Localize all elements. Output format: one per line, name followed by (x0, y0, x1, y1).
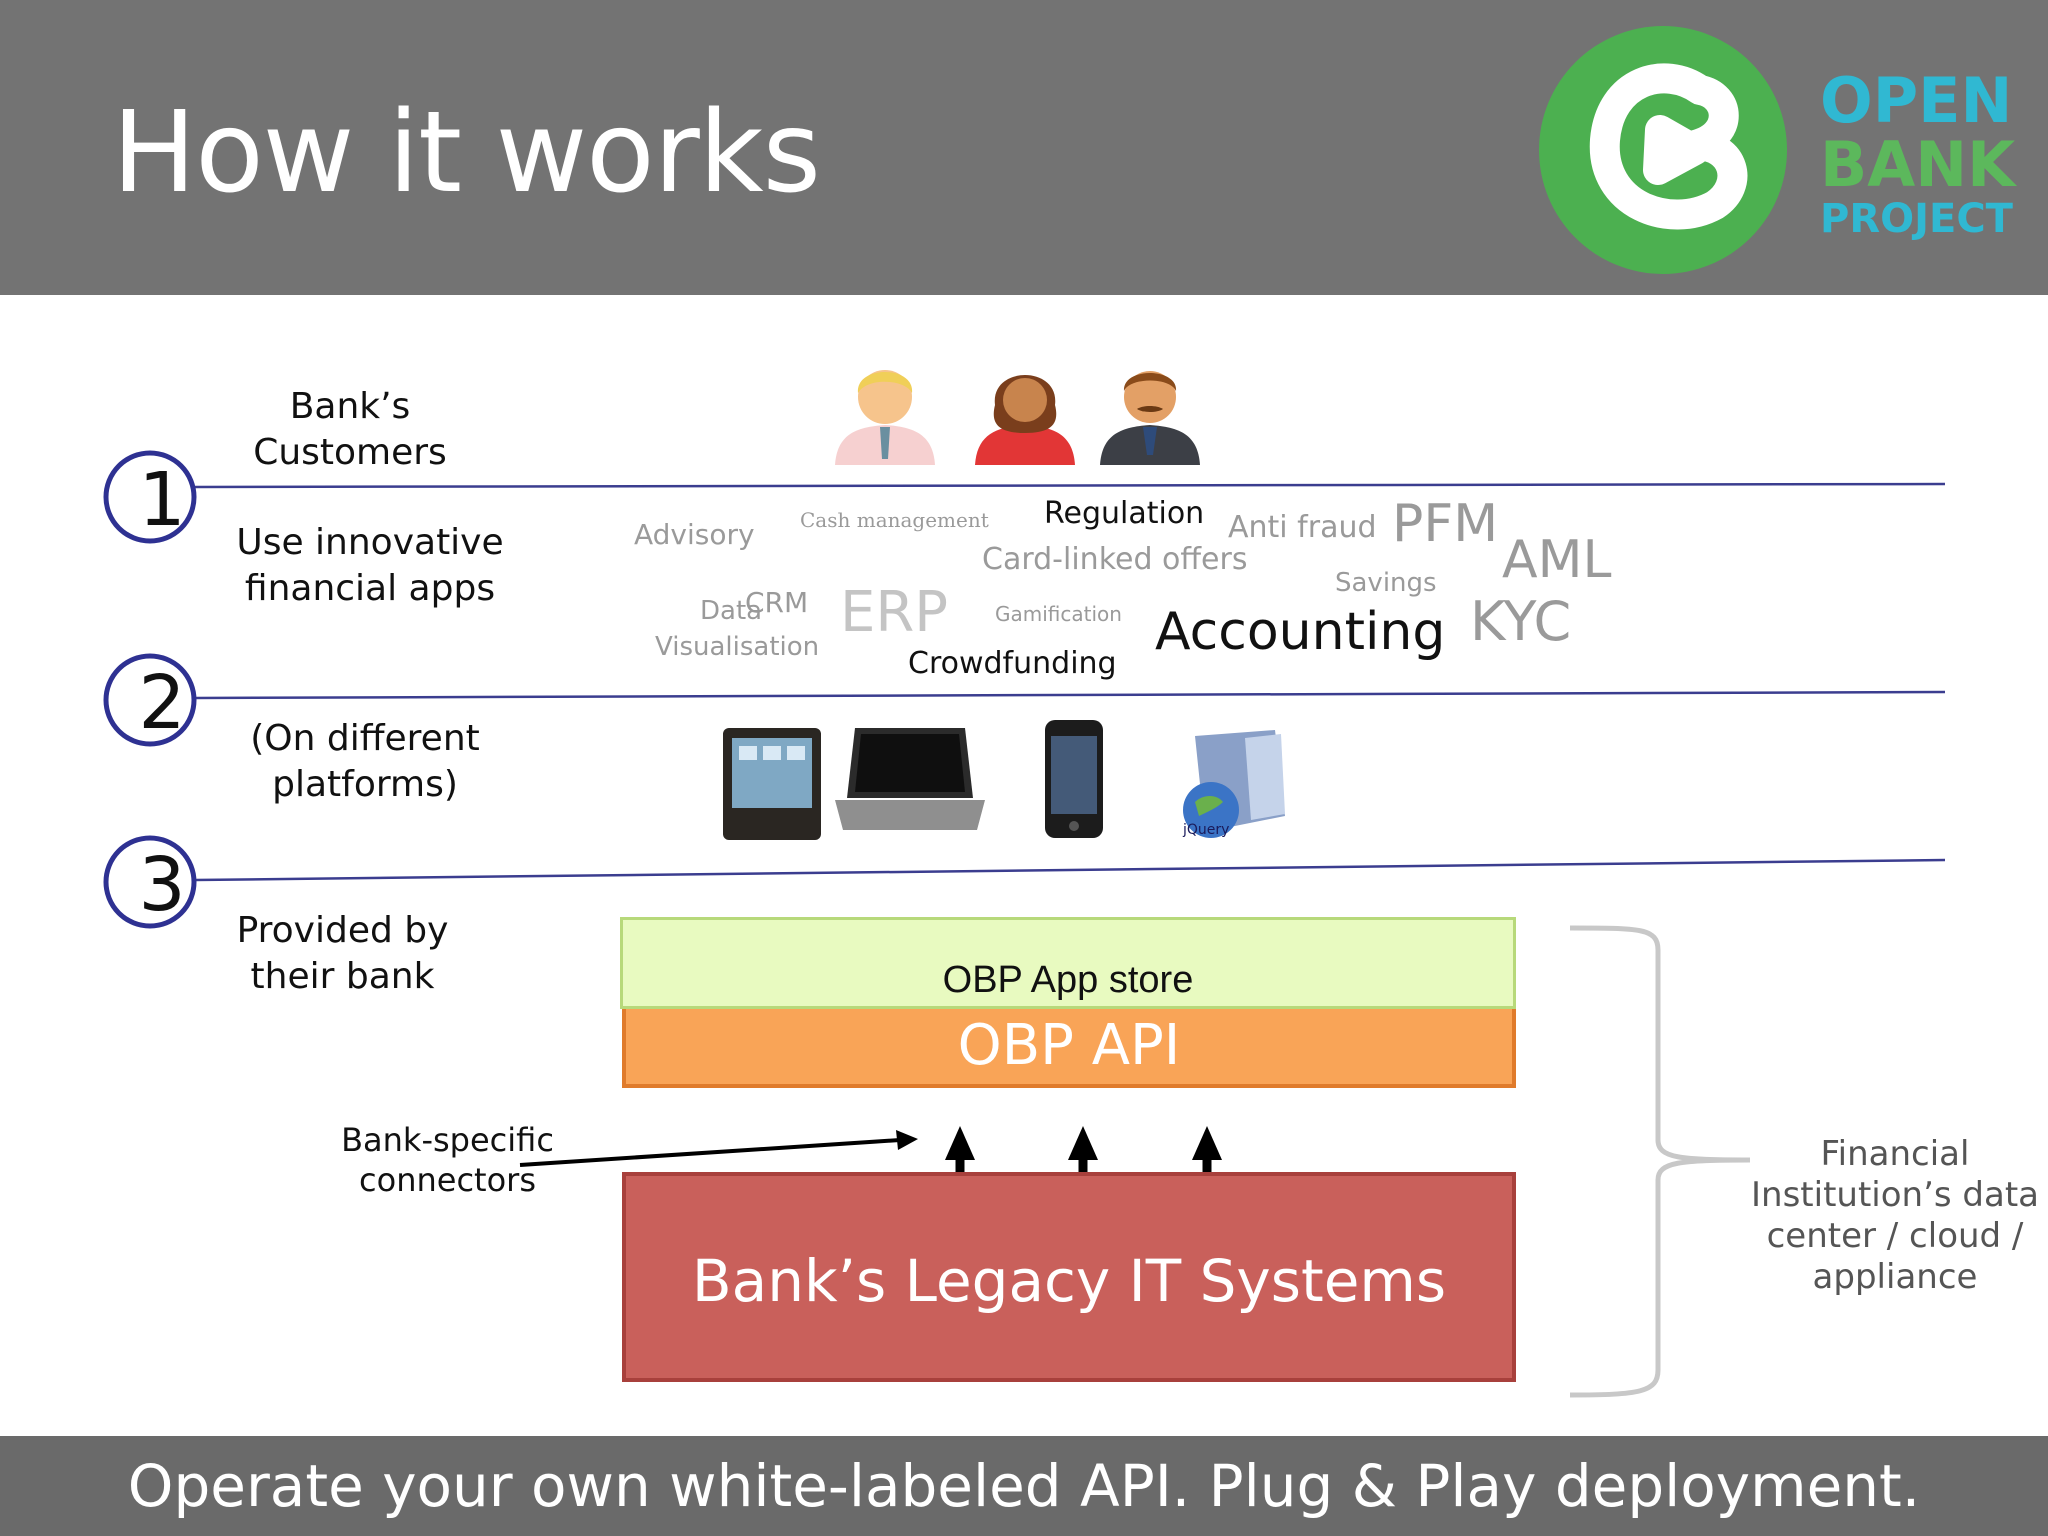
label-platforms-line2: platforms) (272, 764, 458, 805)
step-circle-3 (103, 835, 197, 929)
label-apps-line2: financial apps (244, 568, 496, 609)
laptop-icon (835, 728, 985, 830)
label-customers-line1: Bank’s (289, 386, 411, 427)
customers-icons (835, 370, 1200, 465)
grouping-bracket (1569, 925, 1751, 1398)
label-apps-line1: Use innovative (236, 522, 504, 563)
footer-text: Operate your own white-labeled API. Plug… (127, 1452, 1921, 1520)
connector-pointer-head (896, 1130, 918, 1150)
side-note-line1: Financial (1820, 1134, 1970, 1174)
logo-text-open: OPEN (1820, 64, 2012, 137)
app-aml: AML (1502, 530, 1612, 590)
label-connectors-line1: Bank-specific (341, 1121, 554, 1159)
app-data: Data (700, 596, 763, 626)
tablet-icon (723, 728, 821, 840)
label-customers: Bank’s Customers (230, 384, 470, 476)
label-platforms: (On different platforms) (220, 716, 510, 808)
obp-app-store-box: OBP App store (620, 917, 1516, 1009)
app-pfm: PFM (1392, 494, 1499, 554)
customer-man-blond-icon (835, 370, 935, 465)
server-icon (1183, 730, 1285, 838)
label-apps: Use innovative financial apps (220, 520, 520, 612)
logo-mark-icon (1589, 63, 1748, 230)
label-connectors: Bank-specific connectors (320, 1120, 575, 1200)
step-number-3: 3 (138, 842, 185, 928)
server-caption: jQuery (1182, 822, 1229, 838)
label-provided-line1: Provided by (236, 910, 449, 951)
label-customers-line2: Customers (253, 432, 447, 473)
platform-icons: jQuery (723, 720, 1285, 840)
app-savings: Savings (1335, 568, 1437, 598)
side-note: Financial Institution’s data center / cl… (1750, 1134, 2040, 1298)
phone-icon (1045, 720, 1103, 838)
app-regulation: Regulation (1044, 496, 1205, 531)
label-connectors-line2: connectors (359, 1161, 536, 1199)
app-accounting: Accounting (1155, 602, 1446, 662)
divider-line-1 (194, 482, 1946, 489)
app-visualisation: Visualisation (655, 632, 820, 662)
app-erp: ERP (840, 580, 949, 645)
app-anti-fraud: Anti fraud (1228, 510, 1377, 545)
open-bank-project-logo: OPEN BANK PROJECT (1539, 26, 2017, 274)
connector-pointer-line (519, 1138, 901, 1167)
logo-text-project: PROJECT (1820, 196, 2014, 242)
label-provided: Provided by their bank (210, 908, 475, 1000)
divider-line-2 (194, 690, 1946, 700)
divider-line-3 (194, 858, 1946, 882)
side-note-line4: appliance (1812, 1257, 1978, 1297)
customer-man-mustache-icon (1100, 371, 1200, 465)
app-card-linked-offers: Card-linked offers (982, 542, 1248, 577)
label-provided-line2: their bank (250, 956, 435, 997)
step-circle-1 (103, 450, 197, 544)
side-note-line3: center / cloud / (1766, 1216, 2024, 1256)
side-note-line2: Institution’s data (1751, 1175, 2039, 1215)
app-advisory: Advisory (634, 518, 755, 551)
customer-woman-icon (975, 375, 1075, 465)
obp-app-store-label: OBP App store (942, 959, 1194, 1001)
app-cash-management: Cash management (800, 508, 989, 532)
app-kyc: KYC (1470, 590, 1572, 653)
legacy-systems-box: Bank’s Legacy IT Systems (622, 1172, 1516, 1382)
app-gamification: Gamification (995, 602, 1122, 626)
app-crowdfunding: Crowdfunding (908, 646, 1117, 681)
slide-title: How it works (112, 88, 821, 218)
step-number-1: 1 (138, 457, 185, 543)
label-platforms-line1: (On different (250, 718, 480, 759)
obp-api-box: OBP API (622, 1000, 1516, 1088)
step-number-2: 2 (138, 660, 185, 746)
logo-text-bank: BANK (1820, 128, 2017, 201)
app-crm: CRM (745, 586, 809, 619)
step-circle-2 (103, 653, 197, 747)
slide-footer (0, 1436, 2048, 1536)
